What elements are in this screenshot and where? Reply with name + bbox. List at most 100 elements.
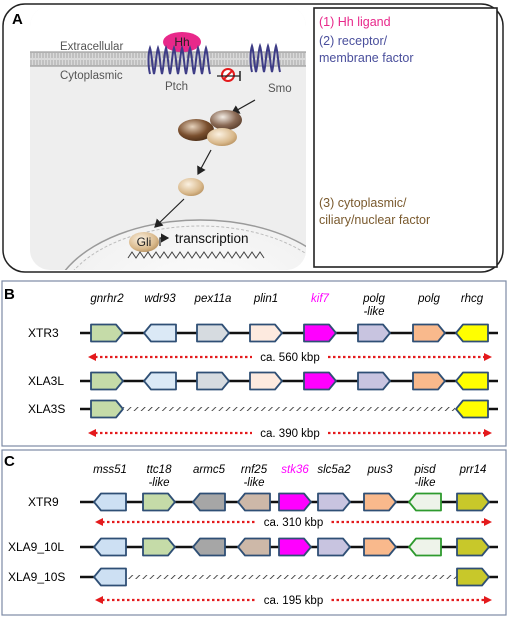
transcription-arrow	[159, 233, 170, 246]
gene-pex11a	[196, 323, 230, 343]
distance-arrow-left	[88, 429, 96, 437]
panel-c-label: C	[4, 453, 15, 470]
gene-pisd-like	[408, 492, 442, 512]
dna-strand	[127, 251, 265, 259]
smo-receptor	[249, 42, 281, 73]
gene-ttc18-like	[142, 537, 176, 557]
gene-rhcg	[455, 399, 489, 419]
panel-c-frame	[1, 449, 507, 616]
gene-polg	[412, 323, 446, 343]
nucleus	[49, 219, 306, 270]
gene-polg	[412, 371, 446, 391]
gene-label: rhcg	[461, 293, 484, 305]
gene-polg-like	[357, 371, 391, 391]
legend-item-cyto-1: (3) cytoplasmic/	[319, 196, 407, 210]
legend-box	[313, 7, 498, 268]
arrow-gli-to-nucleus	[154, 198, 185, 228]
gene-plin1	[249, 371, 283, 391]
distance-label: ca. 560 kbp	[260, 352, 319, 364]
gene-label: pisd-like	[413, 464, 436, 489]
ptch-label: Ptch	[165, 81, 188, 93]
legend-item-receptor-2: membrane factor	[319, 51, 413, 65]
hh-ligand-label: Hh	[174, 35, 189, 49]
gene-polg-like	[357, 323, 391, 343]
deleted-region	[123, 407, 455, 411]
gene-slc5a2	[317, 492, 351, 512]
arrow-complex-to-gli	[197, 149, 212, 176]
row-label: XLA3L	[28, 374, 64, 388]
hh-ligand	[163, 32, 201, 52]
legend-item-receptor-1: (2) receptor/	[319, 34, 388, 48]
gene-armc5	[192, 537, 226, 557]
gene-armc5	[192, 492, 226, 512]
gene-label: stk36	[281, 464, 309, 476]
gene-gnrhr2	[90, 371, 124, 391]
gene-label: armc5	[193, 464, 226, 476]
gene-label: plin1	[253, 293, 278, 305]
distance-arrow-left	[95, 596, 103, 604]
transcription-label: transcription	[175, 231, 249, 246]
gene-label: wdr93	[144, 293, 176, 305]
gene-stk36	[278, 537, 312, 557]
gene-label: polg	[417, 293, 440, 305]
gene-label: pus3	[367, 464, 394, 476]
gene-mss51	[93, 537, 127, 557]
gene-wdr93	[143, 371, 177, 391]
gene-stk36	[278, 492, 312, 512]
gene-ttc18-like	[142, 492, 176, 512]
gene-label: kif7	[311, 293, 330, 305]
gene-pus3	[363, 492, 397, 512]
gene-label: prr14	[459, 464, 487, 476]
gene-kif7	[303, 323, 337, 343]
gene-label: polg-like	[362, 293, 385, 318]
gli-nuclear	[129, 232, 159, 252]
gene-gnrhr2	[90, 323, 124, 343]
gene-pus3	[363, 537, 397, 557]
gene-kif7	[303, 371, 337, 391]
panel-b-frame	[1, 280, 507, 447]
distance-arrow-right	[484, 518, 492, 526]
gene-rhcg	[455, 323, 489, 343]
panel-b-label: B	[4, 286, 15, 303]
gene-label: rnf25-like	[241, 464, 268, 489]
distance-arrow-right	[484, 353, 492, 361]
row-label: XLA9_10S	[8, 570, 65, 584]
gene-pisd-like	[408, 537, 442, 557]
gene-label: slc5a2	[317, 464, 351, 476]
gene-rnf25-like	[237, 537, 271, 557]
gene-prr14	[456, 537, 490, 557]
complex-protein-2	[210, 110, 242, 130]
gene-label: ttc18-like	[147, 464, 173, 489]
gene-label: gnrhr2	[90, 293, 124, 305]
extracellular-label: Extracellular	[60, 41, 123, 53]
gene-mss51	[93, 492, 127, 512]
complex-protein-3	[207, 128, 237, 146]
gene-gnrhr2	[90, 399, 124, 419]
gene-prr14	[456, 567, 490, 587]
distance-label: ca. 310 kbp	[264, 517, 323, 529]
distance-arrow-right	[484, 596, 492, 604]
smo-label: Smo	[268, 83, 292, 95]
deleted-region	[127, 575, 457, 579]
panel-a-label: A	[12, 11, 23, 28]
gene-mss51	[93, 567, 127, 587]
panel-a: A Extracellular Cytoplasmic Hh Ptch	[2, 3, 504, 273]
row-label: XTR3	[28, 326, 59, 340]
gene-slc5a2	[317, 537, 351, 557]
row-label: XLA3S	[28, 402, 65, 416]
distance-arrow-right	[484, 429, 492, 437]
row-label: XLA9_10L	[8, 540, 64, 554]
cell-illustration	[30, 6, 306, 270]
gene-plin1	[249, 323, 283, 343]
distance-label: ca. 390 kbp	[260, 428, 319, 440]
row-label: XTR9	[28, 495, 59, 509]
legend-item-hh: (1) Hh ligand	[319, 15, 391, 29]
ptch-receptor	[147, 44, 211, 75]
